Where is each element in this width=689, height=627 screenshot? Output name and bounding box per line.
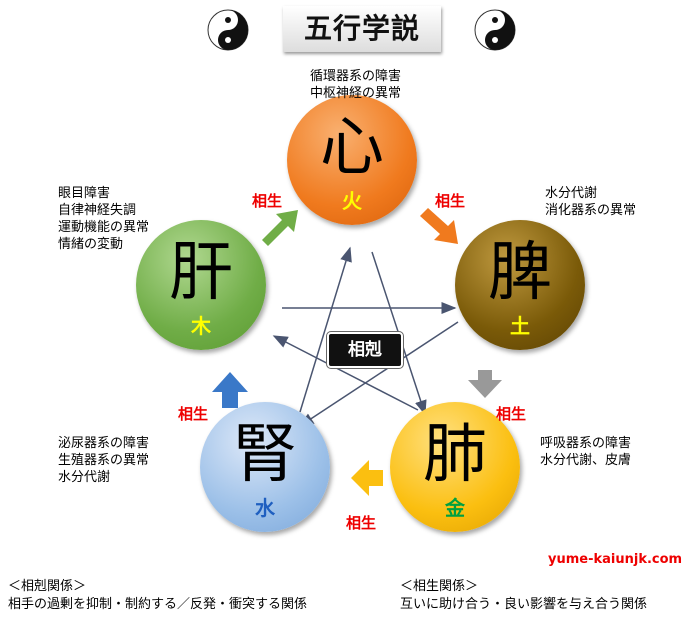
footer-sousei: ＜相生関係＞ 互いに助け合う・良い影響を与え合う関係	[400, 578, 647, 614]
sokoku-lines	[272, 246, 459, 427]
sousei-label: 相生	[346, 514, 377, 532]
element-label: 木	[191, 314, 211, 338]
page-title: 五行学説	[283, 6, 441, 52]
element-label: 水	[255, 496, 275, 520]
sousei-label: 相生	[178, 405, 209, 423]
sousei-label: 相生	[435, 192, 466, 210]
sokoku-label: 相剋	[326, 331, 404, 369]
element-label: 金	[445, 496, 465, 520]
note: 水分代謝	[545, 186, 598, 201]
yin-yang-icon-right	[474, 9, 516, 51]
organ-label: 腎	[233, 418, 297, 492]
arrow-fire-earth	[420, 208, 458, 244]
footer-text: 相手の過剰を抑制・制約する／反発・衝突する関係	[8, 597, 308, 612]
circle-lung: 肺 金	[390, 402, 520, 532]
circle-spleen: 脾 土	[455, 220, 585, 350]
sokoku-water-fire	[299, 246, 352, 413]
arrow-wood-fire	[262, 210, 298, 246]
site-url: yume-kaiunjk.com	[548, 552, 683, 567]
note: 泌尿器系の障害	[58, 436, 150, 451]
footer-heading: ＜相剋関係＞	[8, 579, 87, 594]
element-label: 火	[342, 189, 362, 213]
organ-label: 脾	[488, 236, 552, 310]
organ-label: 肝	[169, 236, 233, 310]
sousei-arrows	[212, 208, 502, 496]
notes-heart: 循環器系の障害 中枢神経の異常	[310, 68, 401, 102]
note: 生殖器系の異常	[58, 453, 150, 468]
note: 自律神経失調	[58, 203, 137, 218]
circle-heart: 心 火	[287, 95, 417, 225]
note: 水分代謝、皮膚	[540, 453, 632, 468]
notes-lung: 呼吸器系の障害 水分代謝、皮膚	[540, 435, 631, 469]
note: 呼吸器系の障害	[540, 436, 632, 451]
note: 循環器系の障害	[310, 69, 402, 84]
arrow-water-wood	[212, 372, 248, 408]
footer-text: 互いに助け合う・良い影響を与え合う関係	[400, 597, 648, 612]
circle-kidney: 腎 水	[200, 402, 330, 532]
note: 情緒の変動	[58, 237, 124, 252]
arrow-metal-water	[351, 460, 383, 496]
sousei-label: 相生	[252, 192, 283, 210]
footer-heading: ＜相生関係＞	[400, 579, 479, 594]
sokoku-metal-wood	[272, 335, 419, 411]
element-label: 土	[510, 314, 530, 338]
note: 消化器系の異常	[545, 203, 637, 218]
notes-spleen: 水分代謝 消化器系の異常	[545, 185, 636, 219]
sousei-label: 相生	[496, 405, 527, 423]
note: 中枢神経の異常	[310, 86, 402, 101]
note: 運動機能の異常	[58, 220, 150, 235]
note: 水分代謝	[58, 470, 111, 485]
circle-liver: 肝 木	[136, 220, 266, 350]
sokoku-earth-water	[298, 321, 459, 427]
organ-label: 心	[320, 111, 384, 185]
footer-sokoku: ＜相剋関係＞ 相手の過剰を抑制・制約する／反発・衝突する関係	[8, 578, 307, 614]
notes-kidney: 泌尿器系の障害 生殖器系の異常 水分代謝	[58, 435, 149, 486]
organ-label: 肺	[423, 418, 487, 492]
note: 眼目障害	[58, 186, 111, 201]
yin-yang-icon-left	[207, 9, 249, 51]
notes-liver: 眼目障害 自律神経失調 運動機能の異常 情緒の変動	[58, 185, 149, 253]
arrow-earth-metal	[468, 370, 502, 398]
